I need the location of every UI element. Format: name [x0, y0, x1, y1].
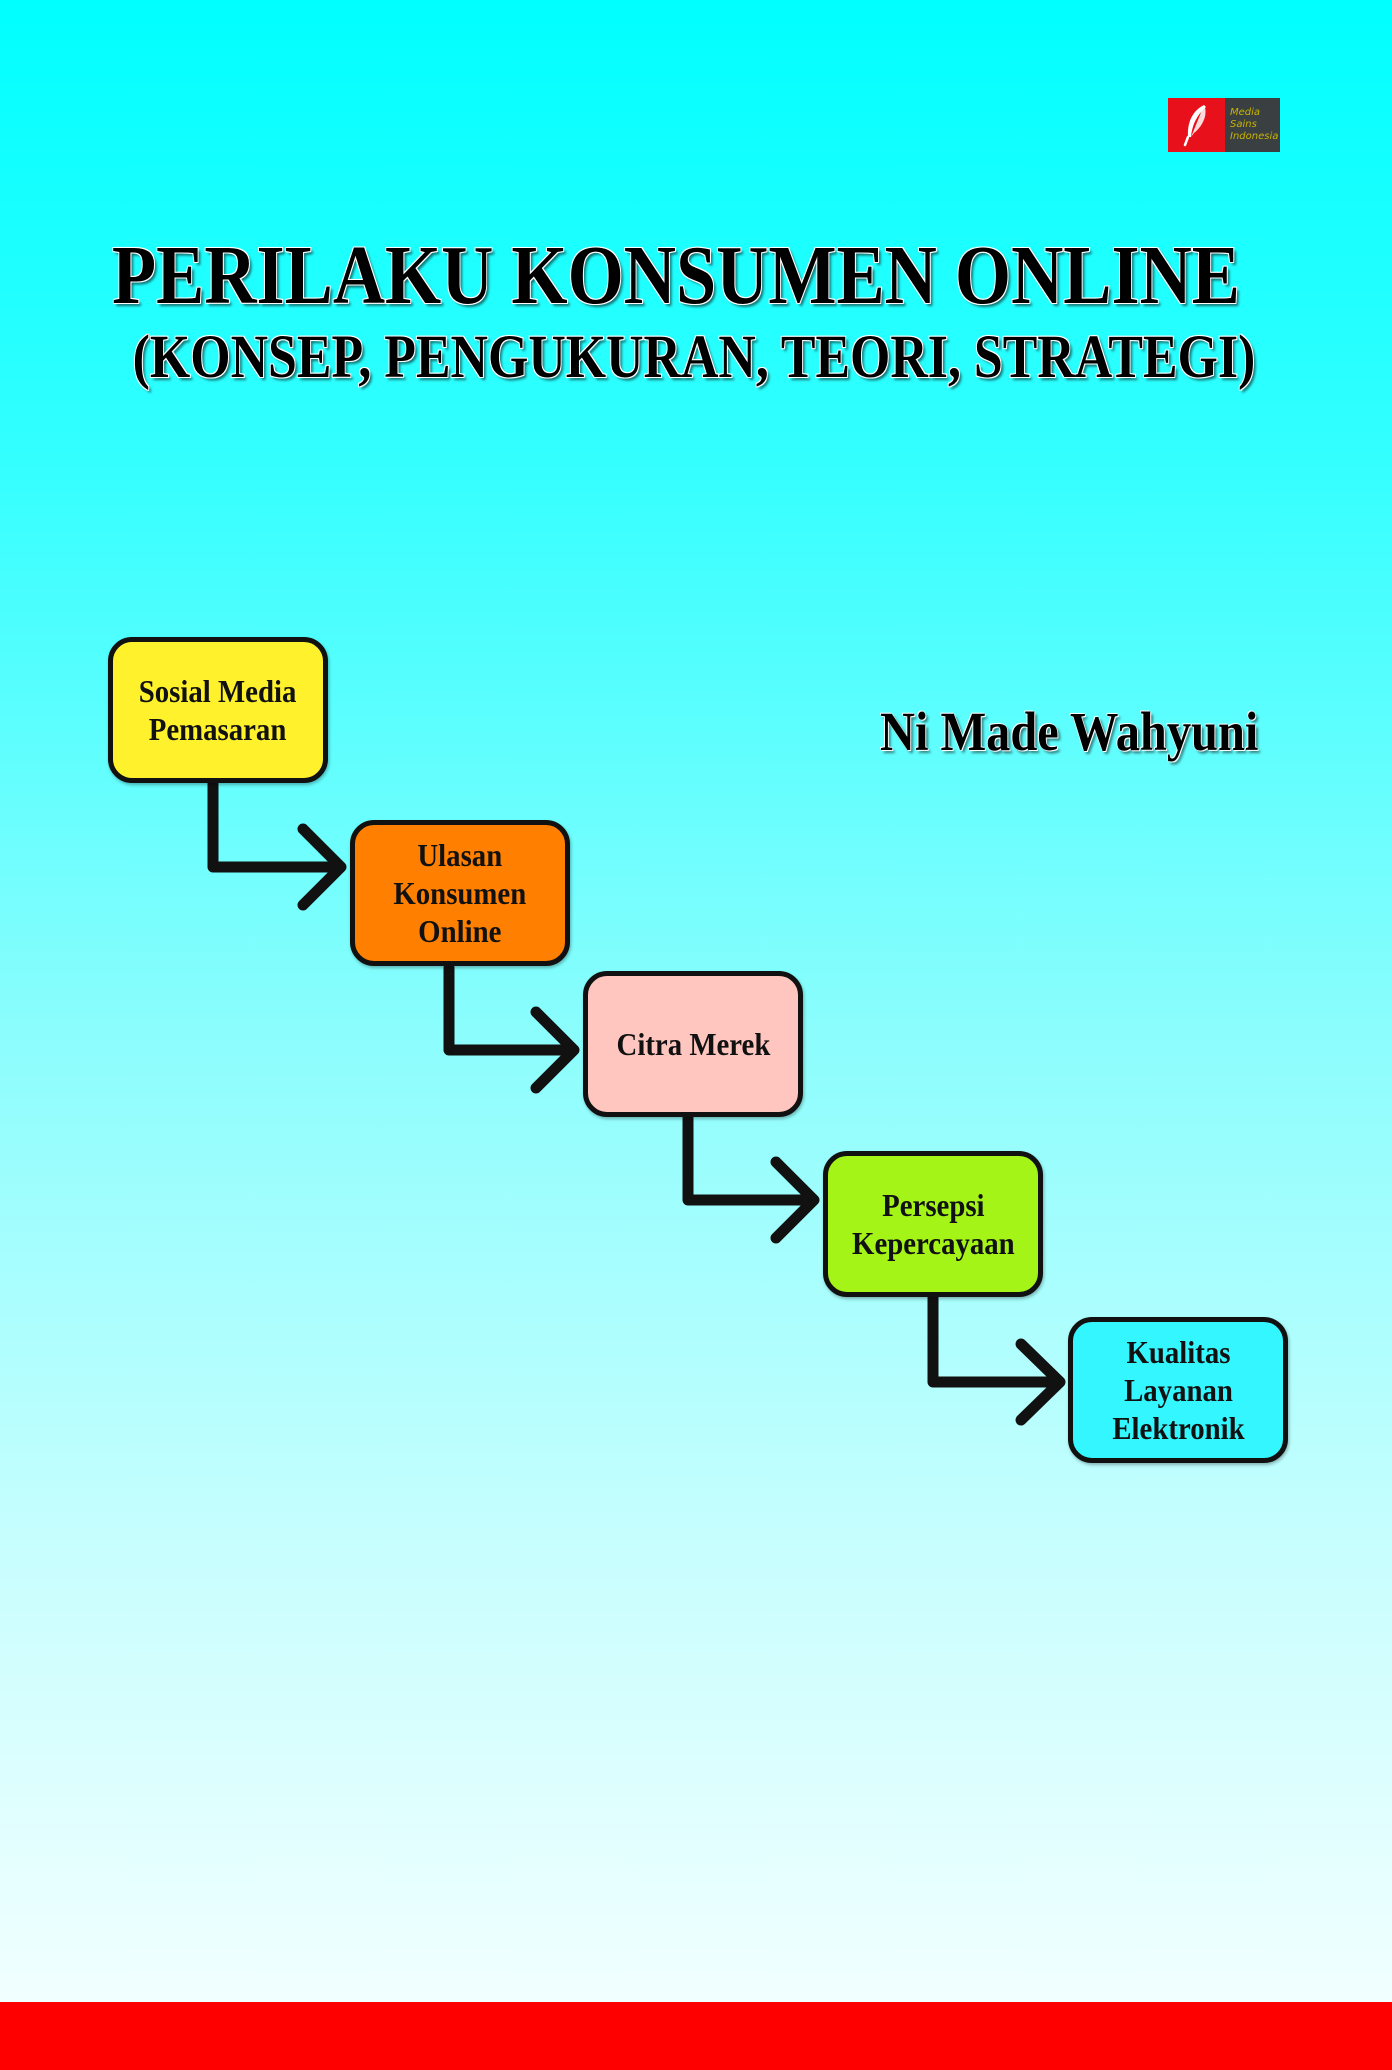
flow-arrow-2 — [443, 962, 580, 1094]
flow-arrow-1 — [207, 778, 347, 911]
flow-box-label: Ulasan Konsumen Online — [393, 837, 527, 949]
flow-arrow-3 — [682, 1112, 820, 1244]
publisher-line-2: Sains — [1230, 119, 1257, 130]
flow-box-label: Citra Merek — [616, 1026, 770, 1062]
publisher-name: Media Sains Indonesia — [1225, 98, 1280, 152]
flow-box-persepsi-kepercayaan: Persepsi Kepercayaan — [823, 1151, 1043, 1297]
bottom-color-bar — [0, 2002, 1392, 2070]
flow-box-sosial-media-pemasaran: Sosial Media Pemasaran — [108, 637, 328, 783]
quill-feather-icon — [1168, 98, 1225, 152]
flow-box-kualitas-layanan-elektronik: Kualitas Layanan Elektronik — [1068, 1317, 1288, 1463]
book-title: PERILAKU KONSUMEN ONLINE — [112, 229, 1240, 322]
flow-box-label: Sosial Media Pemasaran — [139, 673, 297, 747]
publisher-line-3: Indonesia — [1230, 131, 1279, 142]
flow-box-citra-merek: Citra Merek — [583, 971, 803, 1117]
publisher-logo: Media Sains Indonesia — [1168, 98, 1280, 152]
book-subtitle: (KONSEP, PENGUKURAN, TEORI, STRATEGI) — [132, 324, 1256, 391]
flow-box-ulasan-konsumen-online: Ulasan Konsumen Online — [350, 820, 570, 966]
author-name: Ni Made Wahyuni — [880, 701, 1259, 762]
flow-box-label: Kualitas Layanan Elektronik — [1111, 1334, 1245, 1446]
publisher-line-1: Media — [1230, 107, 1261, 118]
flow-box-label: Persepsi Kepercayaan — [851, 1187, 1015, 1261]
flow-arrow-4 — [927, 1292, 1066, 1426]
